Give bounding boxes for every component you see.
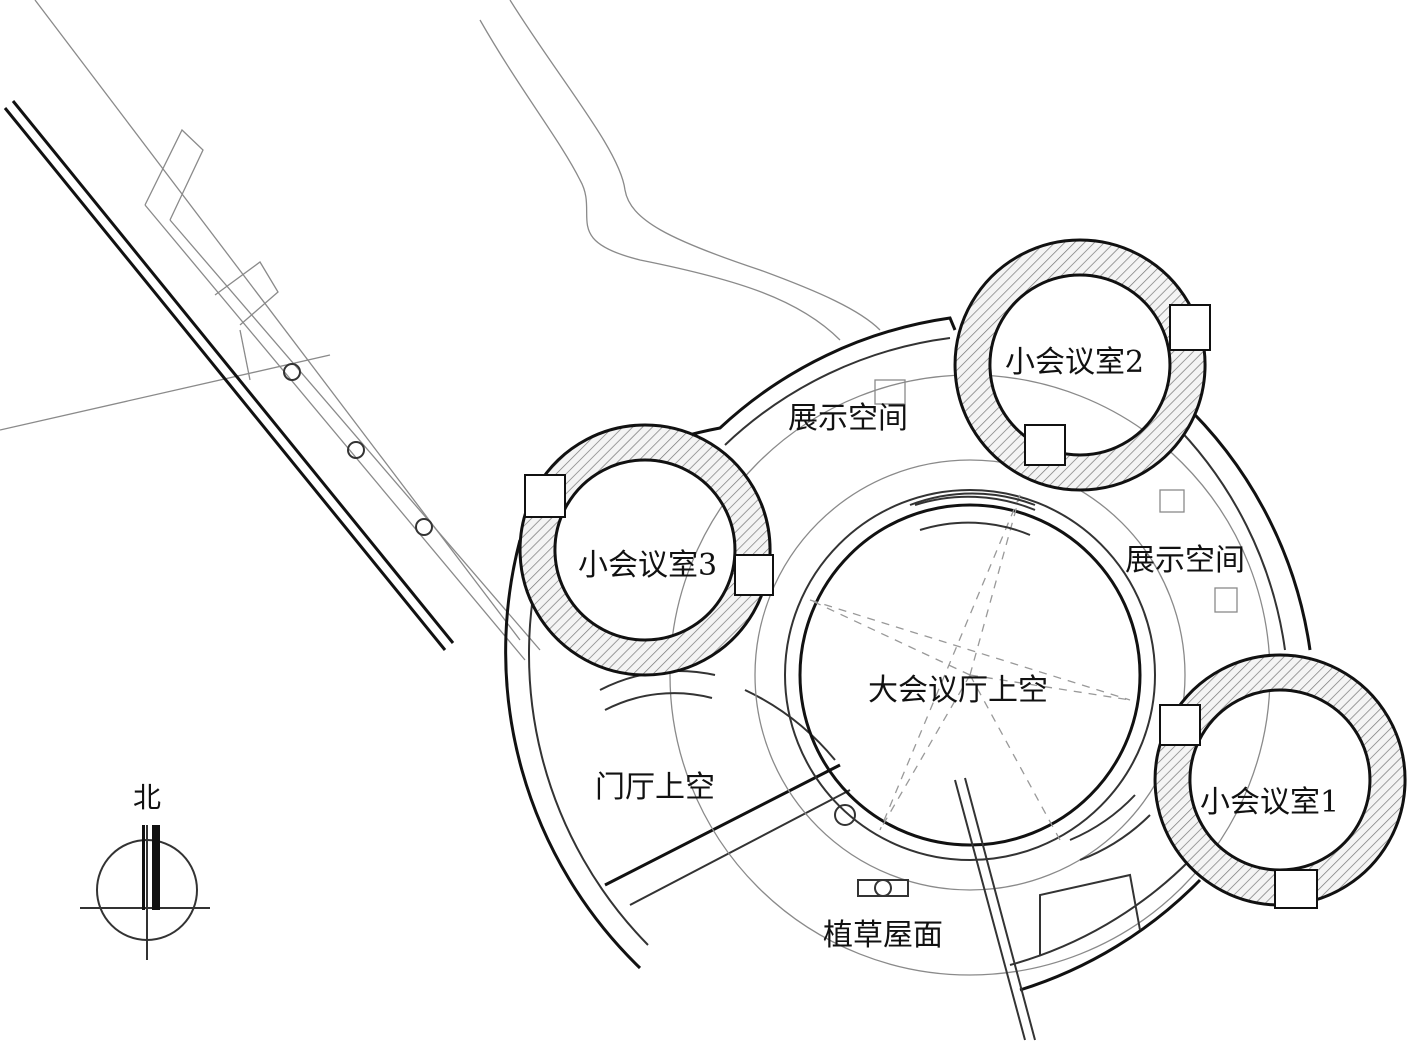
meeting-room-1-ring xyxy=(1153,653,1407,909)
lobby-wedge xyxy=(604,689,851,906)
label-north: 北 xyxy=(133,781,161,814)
label-small-meeting-room-2: 小会议室2 xyxy=(1005,345,1144,380)
label-exhibition-space-top: 展示空间 xyxy=(788,401,908,436)
post-circle xyxy=(347,441,365,459)
meeting-room-3-ring xyxy=(518,423,774,677)
post-circle xyxy=(415,518,433,536)
north-arrow xyxy=(80,825,210,960)
label-main-hall-void: 大会议厅上空 xyxy=(868,673,1048,708)
boundary-wall xyxy=(3,100,455,651)
label-small-meeting-room-3: 小会议室3 xyxy=(578,548,717,583)
label-small-meeting-room-1: 小会议室1 xyxy=(1200,785,1339,820)
post-circle xyxy=(283,363,301,381)
label-green-roof: 植草屋面 xyxy=(823,918,943,953)
meeting-room-2-ring xyxy=(953,238,1211,492)
label-exhibition-space-right: 展示空间 xyxy=(1125,543,1245,578)
label-lobby-void: 门厅上空 xyxy=(595,770,715,805)
main-hall xyxy=(669,374,1271,1041)
fixtures xyxy=(834,379,1238,955)
walkway xyxy=(144,128,541,661)
